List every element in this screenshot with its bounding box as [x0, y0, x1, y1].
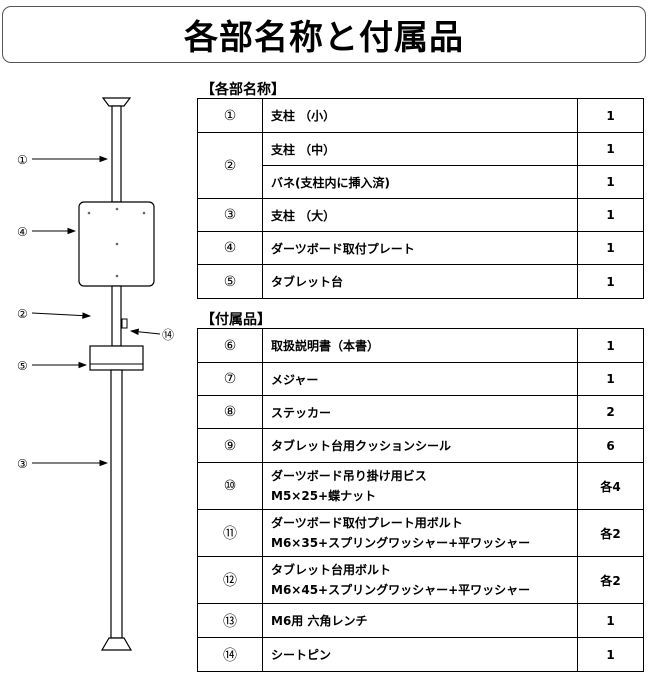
accessory-number: ⑬ — [197, 603, 263, 638]
accessory-qty: 1 — [577, 328, 644, 363]
bottom-foot — [100, 637, 133, 651]
part-name: ダーツボード取付プレート — [262, 231, 578, 265]
accessory-qty: 各2 — [577, 556, 644, 604]
accessory-name-line: タブレット台用ボルト — [271, 563, 392, 577]
part-number: ④ — [197, 231, 263, 265]
part-name: バネ(支柱内に挿入済) — [262, 165, 578, 199]
accessory-number: ⑪ — [197, 509, 263, 557]
part-qty: 1 — [577, 165, 644, 199]
part-number: ③ — [197, 198, 263, 232]
part-name: 支柱 （中） — [262, 132, 578, 166]
table-row: ② 支柱 （中） 1 — [197, 132, 644, 199]
svg-text:③: ③ — [17, 457, 28, 471]
table-row: ① 支柱 （小） 1 — [197, 98, 644, 133]
accessory-spec-line: M6×35+スプリングワッシャー+平ワッシャー — [271, 536, 531, 550]
parts-table: ① 支柱 （小） 1 ② 支柱 （中） 1 バネ(支柱内に挿入済) 1 ③ 支柱… — [197, 98, 644, 299]
accessory-qty: 2 — [577, 395, 644, 429]
seat-pin — [121, 318, 128, 329]
table-row: ⑪ ダーツボード取付プレート用ボルト M6×35+スプリングワッシャー+平ワッシ… — [197, 509, 644, 557]
table-row: ④ ダーツボード取付プレート 1 — [197, 231, 644, 265]
accessory-name: ダーツボード吊り掛け用ビス M5×25+蝶ナット — [262, 462, 578, 510]
svg-text:④: ④ — [17, 225, 28, 239]
accessory-name-line: ダーツボード取付プレート用ボルト — [271, 516, 463, 530]
accessory-number: ⑨ — [197, 428, 263, 463]
accessory-number: ⑦ — [197, 362, 263, 396]
part-number: ① — [197, 98, 263, 133]
table-row: ⑨ タブレット台用クッションシール 6 — [197, 428, 644, 463]
part-qty: 1 — [577, 264, 644, 299]
accessory-name: タブレット台用ボルト M6×45+スプリングワッシャー+平ワッシャー — [262, 556, 578, 604]
table-row: ⑬ M6用 六角レンチ 1 — [197, 603, 644, 638]
part-qty: 1 — [577, 198, 644, 232]
accessory-number: ⑥ — [197, 328, 263, 363]
table-row: ③ 支柱 （大） 1 — [197, 198, 644, 232]
table-row: ⑤ タブレット台 1 — [197, 264, 644, 299]
accessory-qty: 各2 — [577, 509, 644, 557]
table-row: ⑭ シートピン 1 — [197, 637, 644, 672]
pole-small — [111, 105, 122, 203]
part-number: ⑤ — [197, 264, 263, 299]
accessory-name: M6用 六角レンチ — [262, 603, 578, 638]
marker-1: ① — [17, 153, 109, 167]
pole-large — [110, 369, 123, 639]
accessory-qty: 各4 — [577, 462, 644, 510]
title-box: 各部名称と付属品 — [2, 6, 646, 63]
accessory-number: ⑭ — [197, 637, 263, 672]
accessory-spec-line: M6×45+スプリングワッシャー+平ワッシャー — [271, 583, 531, 597]
accessory-name: ステッカー — [262, 395, 578, 429]
accessory-number: ⑫ — [197, 556, 263, 604]
section-label-parts: 【各部名称】 — [201, 82, 285, 98]
accessory-name: 取扱説明書（本書） — [262, 328, 578, 363]
accessory-number: ⑩ — [197, 462, 263, 510]
part-number: ② — [197, 132, 263, 199]
marker-3: ③ — [17, 457, 109, 471]
table-row: ⑧ ステッカー 2 — [197, 395, 644, 429]
accessory-number: ⑧ — [197, 395, 263, 429]
accessory-name: ダーツボード取付プレート用ボルト M6×35+スプリングワッシャー+平ワッシャー — [262, 509, 578, 557]
svg-text:⑤: ⑤ — [17, 359, 28, 373]
pole-medium — [111, 285, 122, 347]
marker-5: ⑤ — [17, 359, 88, 373]
tablet-stand — [89, 345, 144, 371]
accessory-name: メジャー — [262, 362, 578, 396]
part-name: 支柱 （小） — [262, 98, 578, 133]
table-row: ⑩ ダーツボード吊り掛け用ビス M5×25+蝶ナット 各4 — [197, 462, 644, 510]
marker-14: ⑭ — [129, 328, 174, 342]
accessory-spec-line: M5×25+蝶ナット — [271, 489, 377, 503]
part-name: タブレット台 — [262, 264, 578, 299]
part-name: 支柱 （大） — [262, 198, 578, 232]
marker-2: ② — [17, 307, 92, 321]
table-row: バネ(支柱内に挿入済) 1 — [198, 165, 644, 199]
top-cap — [101, 97, 132, 107]
accessory-qty: 1 — [577, 603, 644, 638]
part-qty: 1 — [577, 132, 644, 166]
part-qty: 1 — [577, 98, 644, 133]
accessory-qty: 1 — [577, 637, 644, 672]
accessories-table: ⑥ 取扱説明書（本書） 1 ⑦ メジャー 1 ⑧ ステッカー 2 ⑨ タブレット… — [197, 328, 644, 672]
svg-text:⑭: ⑭ — [162, 328, 174, 342]
table-row: ⑫ タブレット台用ボルト M6×45+スプリングワッシャー+平ワッシャー 各2 — [197, 556, 644, 604]
accessory-qty: 1 — [577, 362, 644, 396]
section-label-accessories: 【付属品】 — [201, 312, 271, 328]
part-qty: 1 — [577, 231, 644, 265]
page-title: 各部名称と付属品 — [184, 18, 464, 58]
svg-text:①: ① — [17, 153, 28, 167]
accessory-name: タブレット台用クッションシール — [262, 428, 578, 463]
table-row: ⑥ 取扱説明書（本書） 1 — [197, 328, 644, 363]
accessory-name: シートピン — [262, 637, 578, 672]
table-row: ⑦ メジャー 1 — [197, 362, 644, 396]
marker-4: ④ — [17, 225, 77, 239]
svg-text:②: ② — [17, 307, 28, 321]
accessory-name-line: ダーツボード吊り掛け用ビス — [271, 469, 427, 483]
product-diagram: ① ④ ② ⑭ ⑤ ③ — [17, 97, 174, 651]
accessory-qty: 6 — [577, 428, 644, 463]
